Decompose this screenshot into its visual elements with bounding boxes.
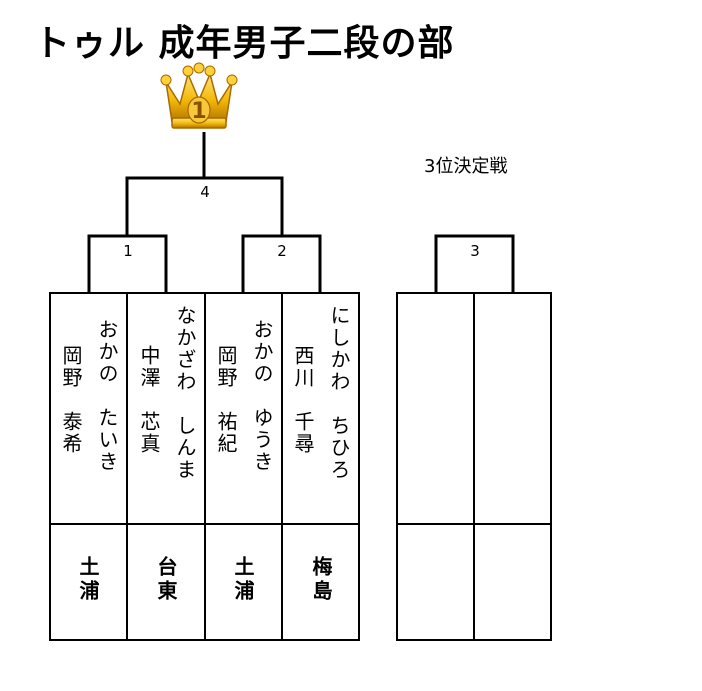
player-kana: おかの たいき: [95, 319, 119, 473]
player-cell: おかの たいき 岡野 泰希: [50, 293, 127, 524]
page-title: トゥル 成年男子二段の部: [34, 23, 455, 64]
match-number-semi2: 2: [277, 242, 287, 260]
crown-icon: 1: [160, 60, 238, 132]
player-club: 土浦: [76, 556, 100, 604]
player-kana: にしかわ ちひろ: [327, 305, 351, 481]
match-number-final: 4: [200, 183, 210, 201]
player-club: 梅島: [309, 556, 333, 604]
player-club: 台東: [154, 556, 178, 604]
player-kana: おかの ゆうき: [250, 319, 274, 473]
player-name: 岡野 泰希: [59, 345, 83, 455]
player-cell: にしかわ ちひろ 西川 千尋: [282, 293, 359, 524]
player-kana: なかざわ しんま: [173, 305, 197, 481]
crown-number: 1: [191, 99, 206, 124]
player-name: 岡野 祐紀: [214, 345, 238, 455]
player-cell: おかの ゆうき 岡野 祐紀: [205, 293, 282, 524]
player-name: 中澤 芯真: [137, 345, 161, 455]
player-name: 西川 千尋: [291, 345, 315, 455]
match-number-third: 3: [470, 242, 480, 260]
third-place-label: 3位決定戦: [424, 156, 508, 177]
player-cell: なかざわ しんま 中澤 芯真: [127, 293, 205, 524]
match-number-semi1: 1: [123, 242, 133, 260]
player-club: 土浦: [231, 556, 255, 604]
